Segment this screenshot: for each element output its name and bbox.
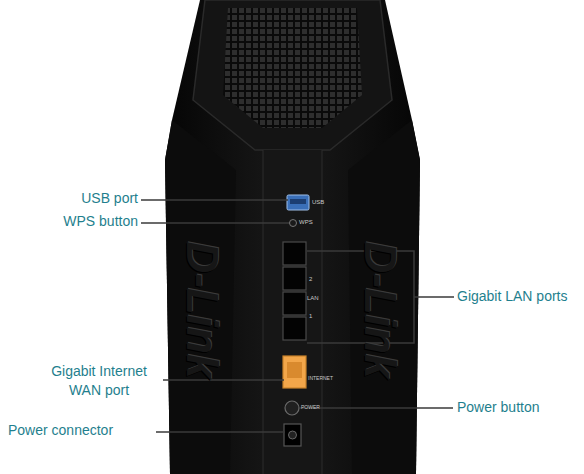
lan-port xyxy=(283,242,306,265)
port-marking: USB xyxy=(312,199,342,206)
power-connector xyxy=(284,424,301,446)
lan-port xyxy=(283,292,306,315)
wan-port xyxy=(283,356,306,388)
leader-line xyxy=(156,431,285,433)
leader-line xyxy=(163,379,284,381)
port-marking: 2 xyxy=(309,276,321,283)
usb-port-tongue xyxy=(290,199,306,204)
left-facet xyxy=(165,120,236,474)
usb-port xyxy=(287,195,309,210)
wps-button xyxy=(290,220,297,227)
leader-line xyxy=(414,296,454,298)
callout-label: WPS button xyxy=(30,213,138,230)
router-housing xyxy=(165,0,420,474)
port-marking: POWER xyxy=(301,404,331,410)
leader-line xyxy=(141,199,288,201)
top-hood xyxy=(193,0,392,150)
callout-label: USB port xyxy=(40,190,138,207)
port-marking: INTERNET xyxy=(308,375,348,381)
callout-label: Gigabit Internet WAN port xyxy=(38,362,160,400)
power-jack xyxy=(289,431,297,439)
callout-label: Power button xyxy=(457,399,584,416)
leader-lines xyxy=(141,200,454,432)
power-button xyxy=(285,401,299,415)
port-column xyxy=(263,150,322,474)
leader-line xyxy=(141,222,289,224)
callout-label: Power connector xyxy=(8,422,154,439)
brand-logo: D-Link xyxy=(357,205,407,415)
port-column-edge xyxy=(263,150,322,474)
callout-label: Gigabit LAN ports xyxy=(457,288,584,305)
right-facet xyxy=(348,120,420,474)
leader-line xyxy=(300,407,453,409)
port-marking: LAN xyxy=(307,295,327,302)
vent-grille xyxy=(223,8,362,128)
port-marking: WPS xyxy=(299,219,329,226)
router-body xyxy=(165,0,420,474)
brand-logo: D-Link xyxy=(179,205,229,415)
lan-port xyxy=(283,267,306,290)
wan-port-socket xyxy=(287,362,302,378)
port-marking: 1 xyxy=(309,313,321,320)
lan-port xyxy=(283,317,306,340)
